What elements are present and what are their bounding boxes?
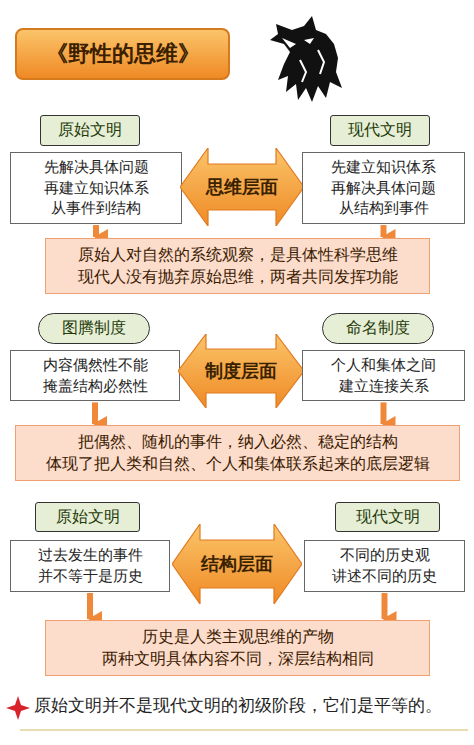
system-label: 图腾制度 (38, 313, 150, 344)
civilization-label: 原始文明 (40, 115, 140, 146)
node-text: 思维层面 (206, 175, 278, 200)
text-box: 个人和集体之间 建立连接关系 (302, 350, 465, 401)
text-box: 先建立知识体系 再解决具体问题 从结构到事件 (302, 152, 465, 224)
text-box: 不同的历史观 讲述不同的历史 (304, 540, 465, 592)
summary-box: 原始人对自然的系统观察，是具体性科学思维 现代人没有抛弃原始思维，两者共同发挥功… (45, 238, 430, 294)
node-text: 现代文明 (348, 119, 412, 141)
red-star (6, 696, 30, 720)
civilization-label: 原始文明 (35, 502, 140, 532)
text-box: 内容偶然性不能 掩盖结构必然性 (10, 350, 180, 401)
double-arrow: 制度层面 (178, 334, 304, 408)
civilization-label: 现代文明 (330, 115, 430, 146)
double-arrow: 结构层面 (172, 524, 302, 604)
double-arrow: 思维层面 (180, 148, 304, 226)
node-text: 过去发生的事件 并不等于是历史 (17, 545, 163, 586)
text-box: 先解决具体问题 再建立知识体系 从事件到结构 (10, 152, 182, 224)
node-text: 原始文明 (56, 506, 120, 528)
down-arrow (382, 593, 388, 619)
node-text: 现代文明 (356, 506, 420, 528)
node-text: 不同的历史观 讲述不同的历史 (311, 545, 458, 586)
civilization-label: 现代文明 (335, 502, 440, 532)
node-text: 先解决具体问题 再建立知识体系 从事件到结构 (17, 157, 175, 219)
down-arrow (381, 402, 387, 424)
down-arrow (87, 593, 93, 619)
node-text: 原始文明 (58, 119, 122, 141)
node-text: 把偶然、随机的事件，纳入必然、稳定的结构 体现了把人类和自然、个人和集体联系起来… (24, 431, 451, 475)
node-text: 内容偶然性不能 掩盖结构必然性 (17, 355, 173, 396)
summary-box: 把偶然、随机的事件，纳入必然、稳定的结构 体现了把人类和自然、个人和集体联系起来… (15, 425, 460, 481)
node-text: 原始人对自然的系统观察，是具体性科学思维 现代人没有抛弃原始思维，两者共同发挥功… (54, 244, 421, 288)
title-box: 《野性的思维》 (15, 28, 230, 80)
system-label: 命名制度 (322, 313, 434, 344)
text-box: 过去发生的事件 并不等于是历史 (10, 540, 170, 592)
node-text: 图腾制度 (62, 317, 126, 339)
down-arrow (381, 225, 387, 237)
title-text: 《野性的思维》 (46, 39, 200, 69)
node-text: 历史是人类主观思维的产物 两种文明具体内容不同，深层结构相同 (54, 626, 421, 670)
conclusion-text: 原始文明并不是现代文明的初级阶段，它们是平等的。 (34, 694, 442, 717)
node-text: 先建立知识体系 再解决具体问题 从结构到事件 (309, 157, 458, 219)
node-text: 个人和集体之间 建立连接关系 (309, 355, 458, 396)
bottom-rule (20, 729, 468, 731)
node-text: 结构层面 (201, 552, 273, 577)
down-arrow (92, 402, 98, 424)
node-text: 制度层面 (205, 359, 277, 384)
summary-box: 历史是人类主观思维的产物 两种文明具体内容不同，深层结构相同 (45, 620, 430, 676)
wolf-illustration (270, 16, 342, 102)
node-text: 命名制度 (346, 317, 410, 339)
down-arrow (93, 225, 99, 237)
